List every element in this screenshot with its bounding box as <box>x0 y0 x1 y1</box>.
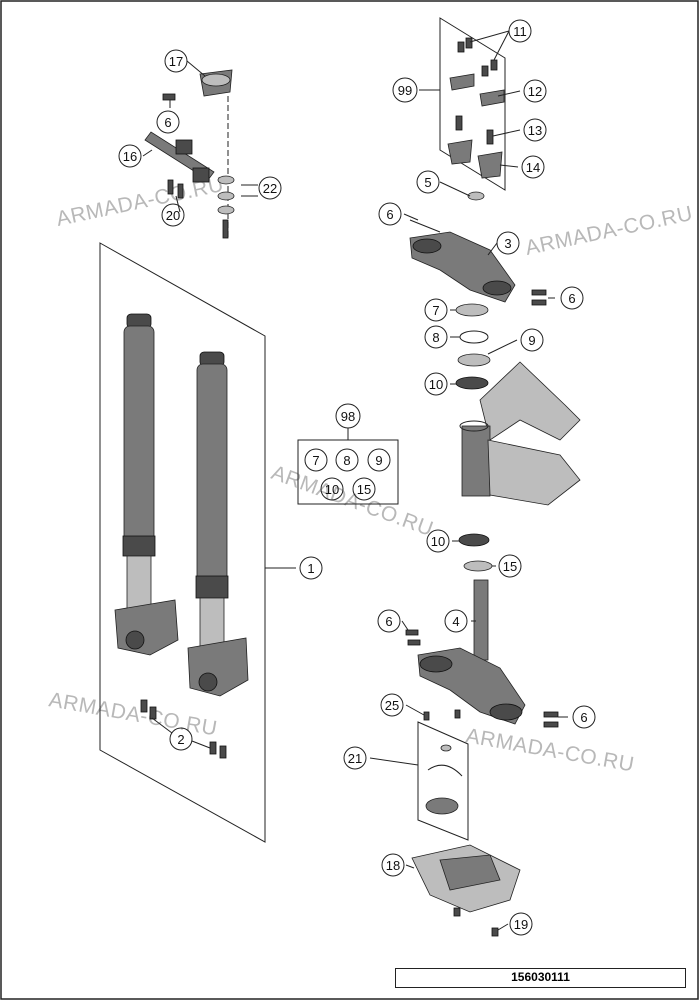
guard-18 <box>411 844 521 937</box>
svg-text:14: 14 <box>526 160 540 175</box>
steering-damper <box>144 69 258 240</box>
callout-13: 13 <box>523 118 547 142</box>
fork-bolts <box>140 699 227 759</box>
callout-8: 8 <box>424 325 448 349</box>
callout-6: 6 <box>560 286 584 310</box>
callout-1: 1 <box>299 556 323 580</box>
lower-bearings <box>458 533 493 572</box>
callout-11: 11 <box>508 19 532 43</box>
callout-7: 7 <box>424 298 448 322</box>
callout-3: 3 <box>496 231 520 255</box>
drawing-number-box: 156030111 <box>395 968 686 988</box>
kit-98-item-10: 10 <box>320 477 344 501</box>
callout-4: 4 <box>444 609 468 633</box>
callout-14: 14 <box>521 155 545 179</box>
svg-text:2: 2 <box>177 732 184 747</box>
callout-6: 6 <box>378 202 402 226</box>
svg-text:25: 25 <box>385 698 399 713</box>
kit-98-item-7: 7 <box>304 448 328 472</box>
svg-text:15: 15 <box>503 559 517 574</box>
svg-text:12: 12 <box>528 84 542 99</box>
svg-text:11: 11 <box>513 24 527 39</box>
kit-98-item-8: 8 <box>335 448 359 472</box>
kit-99-frame <box>439 17 506 191</box>
steering-bearings <box>455 303 491 390</box>
upper-triple-clamp <box>409 191 547 306</box>
callout-15: 15 <box>498 554 522 578</box>
svg-text:9: 9 <box>375 453 382 468</box>
callout-5: 5 <box>416 170 440 194</box>
callout-19: 19 <box>509 912 533 936</box>
svg-text:6: 6 <box>568 291 575 306</box>
watermark: ARMADA-CO.RU <box>268 461 436 541</box>
watermark: ARMADA-CO.RU <box>523 202 695 260</box>
callout-9: 9 <box>520 328 544 352</box>
svg-text:98: 98 <box>341 409 355 424</box>
svg-text:20: 20 <box>166 208 180 223</box>
svg-text:5: 5 <box>424 175 431 190</box>
svg-text:15: 15 <box>357 482 371 497</box>
svg-text:16: 16 <box>123 149 137 164</box>
callout-17: 17 <box>164 49 188 73</box>
svg-text:8: 8 <box>343 453 350 468</box>
svg-text:10: 10 <box>431 534 445 549</box>
svg-text:19: 19 <box>514 917 528 932</box>
left-fork-leg <box>114 313 179 656</box>
callout-10: 10 <box>424 372 448 396</box>
callouts: 1 2 3 4 5 6 6 6 6 6 6 7 8 9 10 11 12 13 … <box>118 19 596 936</box>
callout-21: 21 <box>343 746 367 770</box>
callout-18: 18 <box>381 853 405 877</box>
callout-12: 12 <box>523 79 547 103</box>
svg-text:13: 13 <box>528 123 542 138</box>
right-fork-leg <box>187 351 249 697</box>
svg-text:3: 3 <box>504 236 511 251</box>
frame-section <box>459 361 581 506</box>
svg-text:10: 10 <box>429 377 443 392</box>
svg-text:6: 6 <box>385 614 392 629</box>
callout-22: 22 <box>258 176 282 200</box>
svg-text:10: 10 <box>325 482 339 497</box>
callout-6: 6 <box>572 705 596 729</box>
callout-25: 25 <box>380 693 404 717</box>
kit-21-frame <box>417 721 469 841</box>
callout-6: 6 <box>156 110 180 134</box>
kit-99-parts <box>447 37 505 179</box>
fork-assembly-frame <box>99 242 266 843</box>
svg-text:7: 7 <box>312 453 319 468</box>
callout-2: 2 <box>169 727 193 751</box>
kit-21-parts <box>423 709 463 815</box>
svg-text:6: 6 <box>164 115 171 130</box>
svg-text:6: 6 <box>580 710 587 725</box>
callout-16: 16 <box>118 144 142 168</box>
callout-6: 6 <box>377 609 401 633</box>
callout-20: 20 <box>161 203 185 227</box>
watermark: ARMADA-CO.RU <box>464 724 636 776</box>
callout-10: 10 <box>426 529 450 553</box>
svg-text:17: 17 <box>169 54 183 69</box>
svg-text:18: 18 <box>386 858 400 873</box>
svg-text:22: 22 <box>263 181 277 196</box>
svg-text:9: 9 <box>528 333 535 348</box>
svg-text:8: 8 <box>432 330 439 345</box>
kit-98-item-9: 9 <box>367 448 391 472</box>
callout-99: 99 <box>392 77 418 103</box>
svg-text:7: 7 <box>432 303 439 318</box>
kit-98-item-15: 15 <box>352 477 376 501</box>
svg-text:4: 4 <box>452 614 459 629</box>
svg-text:6: 6 <box>386 207 393 222</box>
leader-lines <box>142 30 568 931</box>
svg-text:99: 99 <box>398 83 412 98</box>
svg-text:21: 21 <box>348 751 362 766</box>
drawing-number: 156030111 <box>511 970 570 984</box>
watermark: ARMADA-CO.RU <box>47 688 219 740</box>
svg-text:1: 1 <box>307 561 314 576</box>
lower-triple-clamp <box>405 579 559 728</box>
callout-98: 98 <box>335 403 361 429</box>
